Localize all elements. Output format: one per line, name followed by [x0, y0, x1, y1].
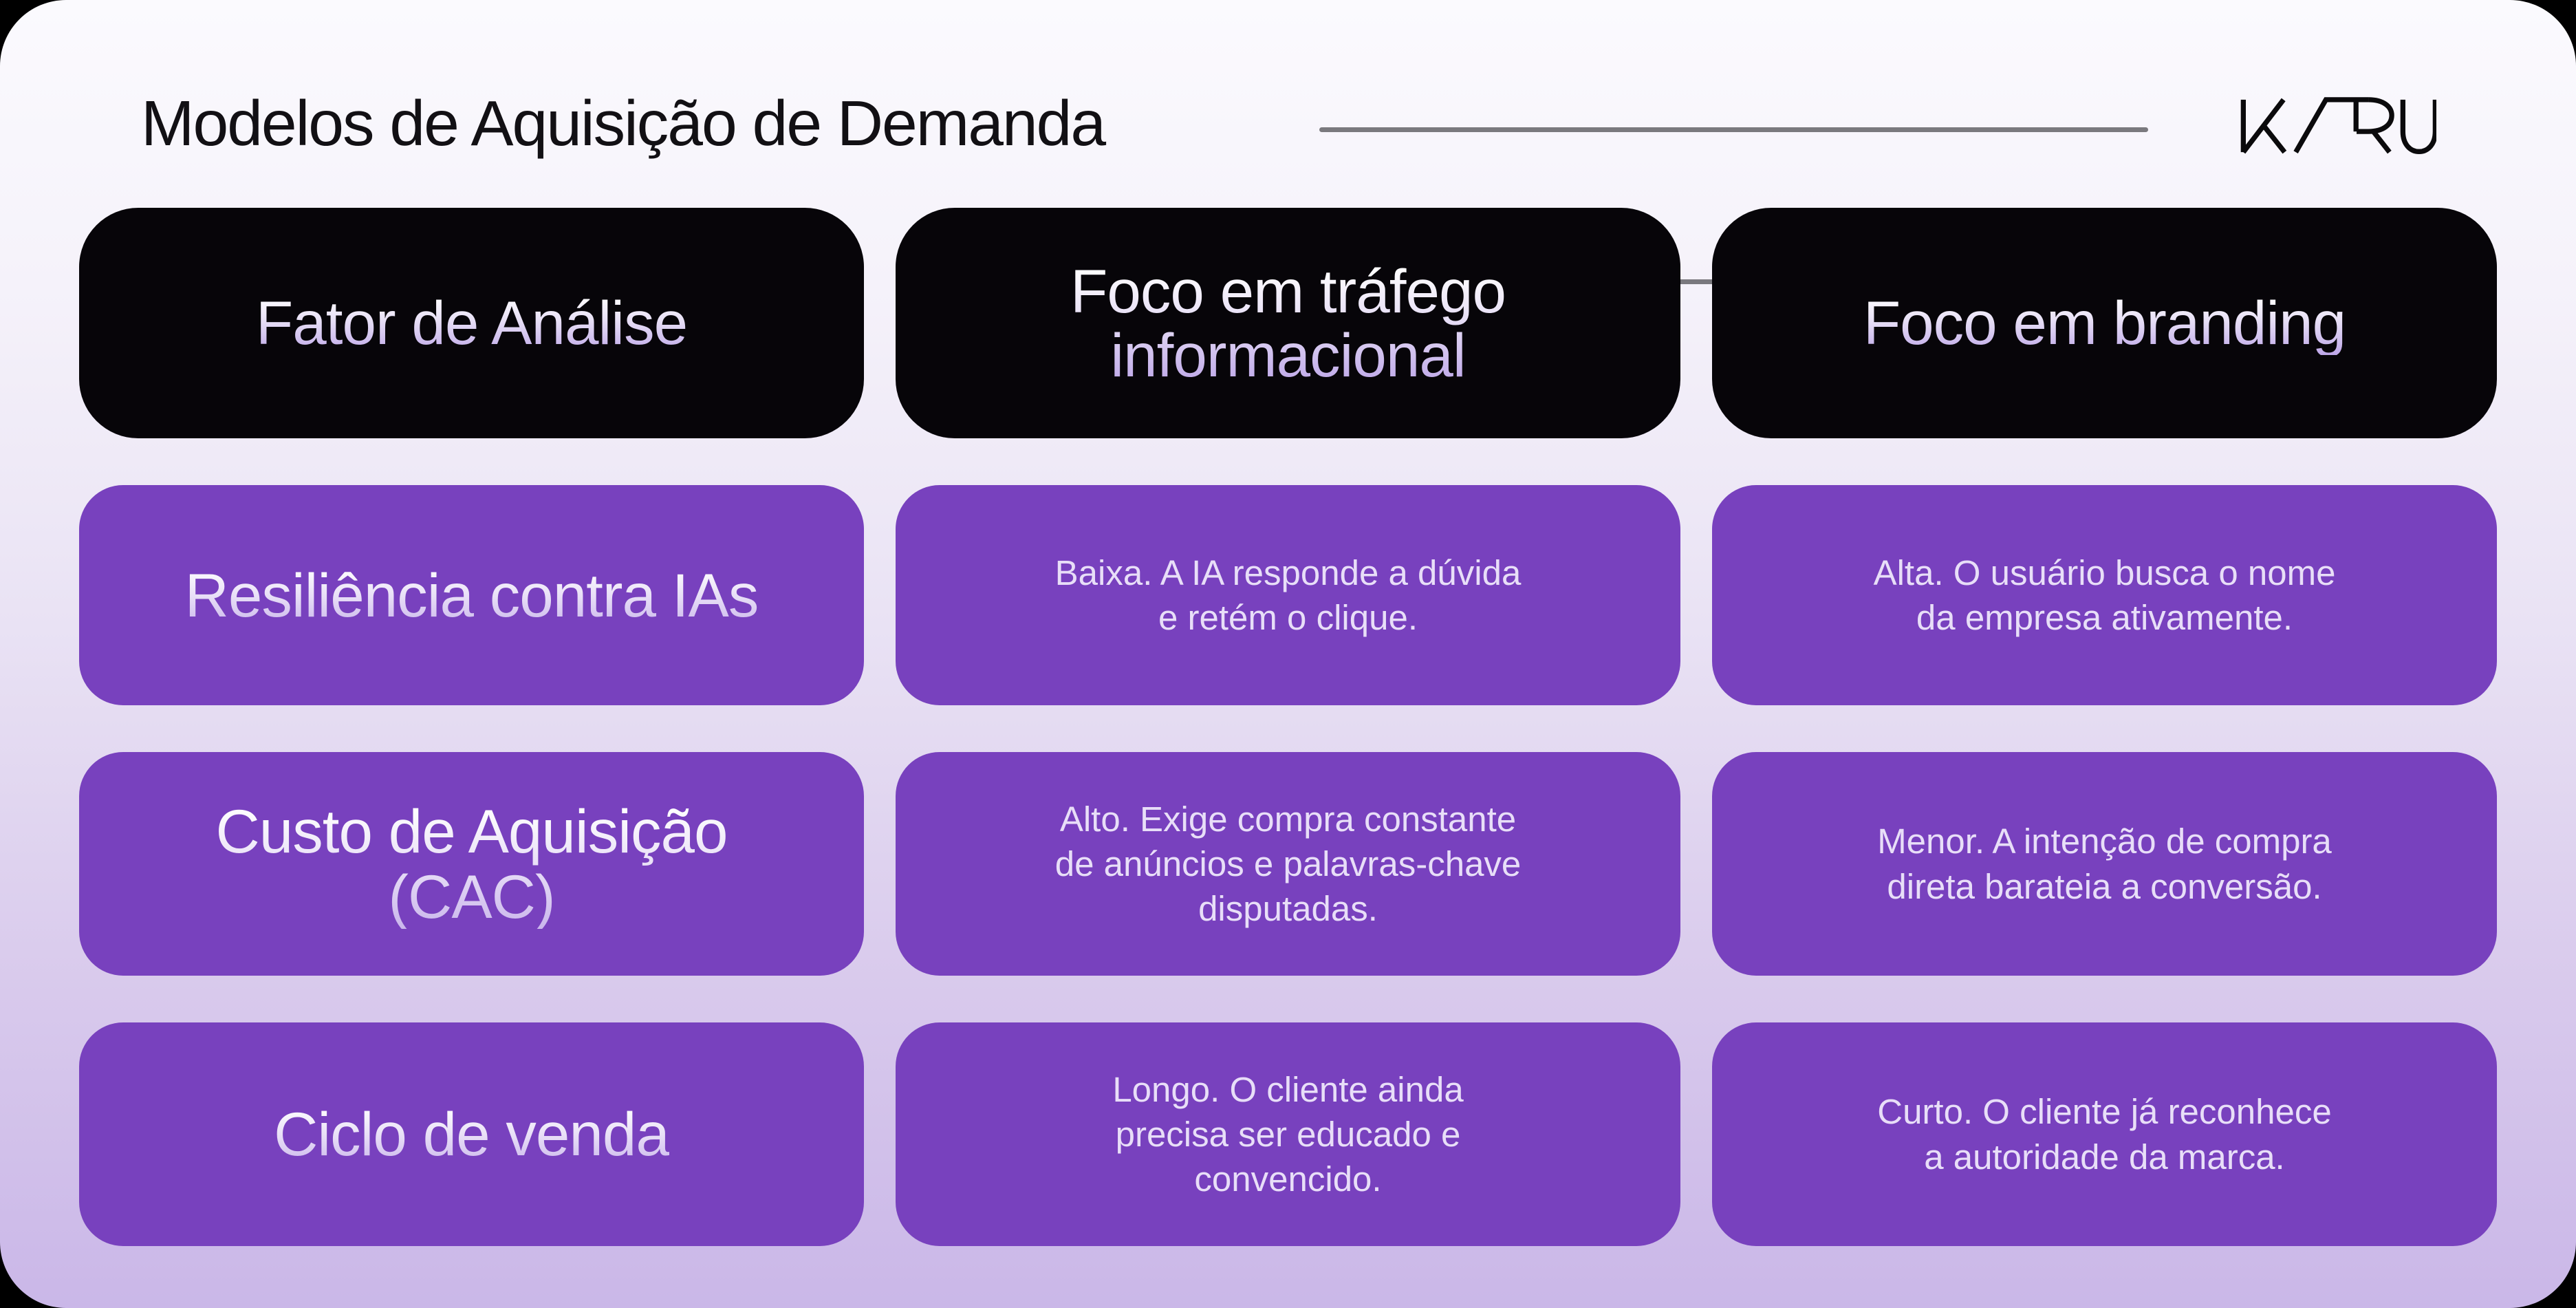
- cell-text: Custo de Aquisição: [215, 797, 728, 866]
- cell-text: Baixa. A IA responde a dúvida: [1054, 553, 1522, 592]
- cell-text: Curto. O cliente já reconhece: [1877, 1092, 2332, 1132]
- cell-cac-trafego: Alto. Exige compra constante de anúncios…: [896, 752, 1680, 976]
- header-label: Foco em tráfego: [1070, 256, 1506, 325]
- cell-text: (CAC): [388, 861, 555, 931]
- header-cell-fator-de-analise: Fator de Análise: [79, 208, 864, 438]
- cell-text: e retém o clique.: [1158, 598, 1418, 637]
- cell-text: Menor. A intenção de compra: [1877, 822, 2332, 861]
- comparison-table: Fator de Análise Foco em tráfego informa…: [79, 208, 2497, 1246]
- title-divider-line: [1319, 127, 2148, 132]
- cell-text: da empresa ativamente.: [1916, 598, 2293, 637]
- header-label: Foco em branding: [1863, 288, 2346, 358]
- row-label-resiliencia: Resiliência contra IAs: [79, 485, 864, 705]
- cell-text: convencido.: [1194, 1159, 1382, 1199]
- cell-text: direta barateia a conversão.: [1887, 866, 2322, 906]
- cell-text: de anúncios e palavras-chave: [1054, 844, 1522, 883]
- cell-text: Longo. O cliente ainda: [1112, 1069, 1464, 1109]
- page-title: Modelos de Aquisição de Demanda: [141, 87, 1106, 159]
- cell-text: Alto. Exige compra constante: [1059, 799, 1517, 839]
- cell-text: Resiliência contra IAs: [184, 560, 759, 630]
- karu-logo-icon: [2240, 97, 2436, 154]
- cell-resiliencia-trafego: Baixa. A IA responde a dúvida e retém o …: [896, 485, 1680, 705]
- row-label-cac: Custo de Aquisição (CAC): [79, 752, 864, 976]
- header-cell-branding: Foco em branding: [1712, 208, 2497, 438]
- cell-resiliencia-branding: Alta. O usuário busca o nome da empresa …: [1712, 485, 2497, 705]
- header-label: Fator de Análise: [255, 288, 688, 358]
- header-cell-trafego-informacional: Foco em tráfego informacional: [896, 208, 1680, 438]
- karu-logo: [2236, 92, 2436, 160]
- cell-ciclo-branding: Curto. O cliente já reconhece a autorida…: [1712, 1022, 2497, 1246]
- cell-text: precisa ser educado e: [1115, 1114, 1461, 1154]
- cell-text: Ciclo de venda: [274, 1100, 669, 1169]
- cell-text: Alta. O usuário busca o nome: [1873, 553, 2336, 592]
- cell-ciclo-trafego: Longo. O cliente ainda precisa ser educa…: [896, 1022, 1680, 1246]
- cell-cac-branding: Menor. A intenção de compra direta barat…: [1712, 752, 2497, 976]
- row-label-ciclo-de-venda: Ciclo de venda: [79, 1022, 864, 1246]
- header-label: informacional: [1110, 320, 1466, 389]
- header-connector-line: [1649, 279, 1749, 284]
- cell-text: disputadas.: [1198, 889, 1378, 929]
- cell-text: a autoridade da marca.: [1924, 1137, 2285, 1177]
